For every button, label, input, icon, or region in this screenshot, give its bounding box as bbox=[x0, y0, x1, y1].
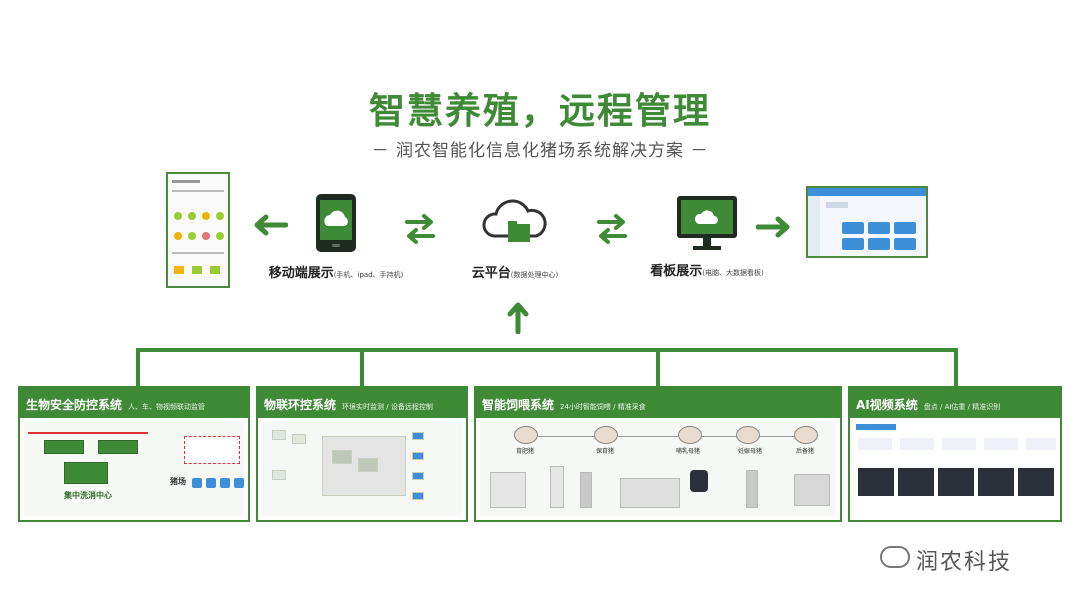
phone-icon bbox=[316, 194, 356, 252]
cloud-folder-icon bbox=[482, 199, 547, 242]
arrow-up-icon bbox=[507, 302, 529, 334]
connector-drop bbox=[954, 348, 958, 386]
feeding-label: 哺乳母猪 bbox=[676, 448, 701, 455]
caption-pig-farm: 猪场 bbox=[170, 477, 186, 486]
chat-bubble-icon bbox=[880, 546, 910, 568]
board-note: (电脑、大数据看板) bbox=[702, 269, 764, 277]
feeding-label: 保育猪 bbox=[596, 448, 615, 455]
connector-bar bbox=[136, 348, 958, 352]
connector-drop bbox=[136, 348, 140, 386]
feeding-label: 妊娠母猪 bbox=[738, 448, 763, 455]
mobile-label: 移动端展示 bbox=[268, 266, 334, 281]
biosecurity-panel: 生物安全防控系统人、车、物视频联动监管 集中洗消中心 猪场 bbox=[18, 386, 250, 522]
monitor-icon bbox=[677, 196, 737, 250]
panel-subtitle: 盘点 / AI估重 / 精准识别 bbox=[923, 403, 1001, 411]
panel-title: 智能饲喂系统 bbox=[482, 398, 555, 412]
cloud-label: 云平台 bbox=[471, 266, 511, 281]
bidirectional-arrow-icon bbox=[405, 214, 435, 244]
panel-subtitle: 人、车、物视频联动监管 bbox=[128, 403, 206, 411]
mobile-note: (手机、ipad、手持机) bbox=[333, 271, 404, 279]
cloud-note: (数据处理中心) bbox=[510, 271, 559, 279]
arrow-right-icon bbox=[756, 216, 790, 238]
dashboard-screenshot bbox=[806, 186, 928, 258]
panel-title: 生物安全防控系统 bbox=[26, 398, 123, 412]
cloud-node: 云平台(数据处理中心) bbox=[440, 196, 590, 281]
bidirectional-arrow-icon bbox=[597, 214, 627, 244]
feeding-label: 育肥猪 bbox=[516, 448, 535, 455]
connector-drop bbox=[656, 348, 660, 386]
board-node: 看板展示(电脑、大数据看板) bbox=[632, 194, 782, 279]
iot-panel: 物联环控系统环境实时监测 / 设备远程控制 bbox=[256, 386, 468, 522]
connector-drop bbox=[360, 348, 364, 386]
caption-washing-center: 集中洗消中心 bbox=[64, 491, 112, 500]
ai-video-panel: AI视频系统盘点 / AI估重 / 精准识别 bbox=[848, 386, 1062, 522]
panel-title: 物联环控系统 bbox=[264, 398, 337, 412]
watermark-text: 润农科技 bbox=[916, 550, 1013, 575]
page-subtitle: － 润农智能化信息化猪场系统解决方案 － bbox=[371, 141, 709, 161]
mobile-app-screenshot bbox=[166, 172, 230, 288]
mobile-node: 移动端展示(手机、ipad、手持机) bbox=[256, 192, 416, 281]
arrow-left-icon bbox=[254, 214, 288, 236]
panel-subtitle: 24小时智能饲喂 / 精准采食 bbox=[560, 403, 646, 411]
board-label: 看板展示 bbox=[650, 264, 703, 279]
feeding-label: 后备猪 bbox=[796, 448, 815, 455]
panel-title: AI视频系统 bbox=[856, 398, 918, 412]
panel-subtitle: 环境实时监测 / 设备远程控制 bbox=[342, 403, 433, 411]
page-title: 智慧养殖，远程管理 bbox=[368, 91, 711, 132]
